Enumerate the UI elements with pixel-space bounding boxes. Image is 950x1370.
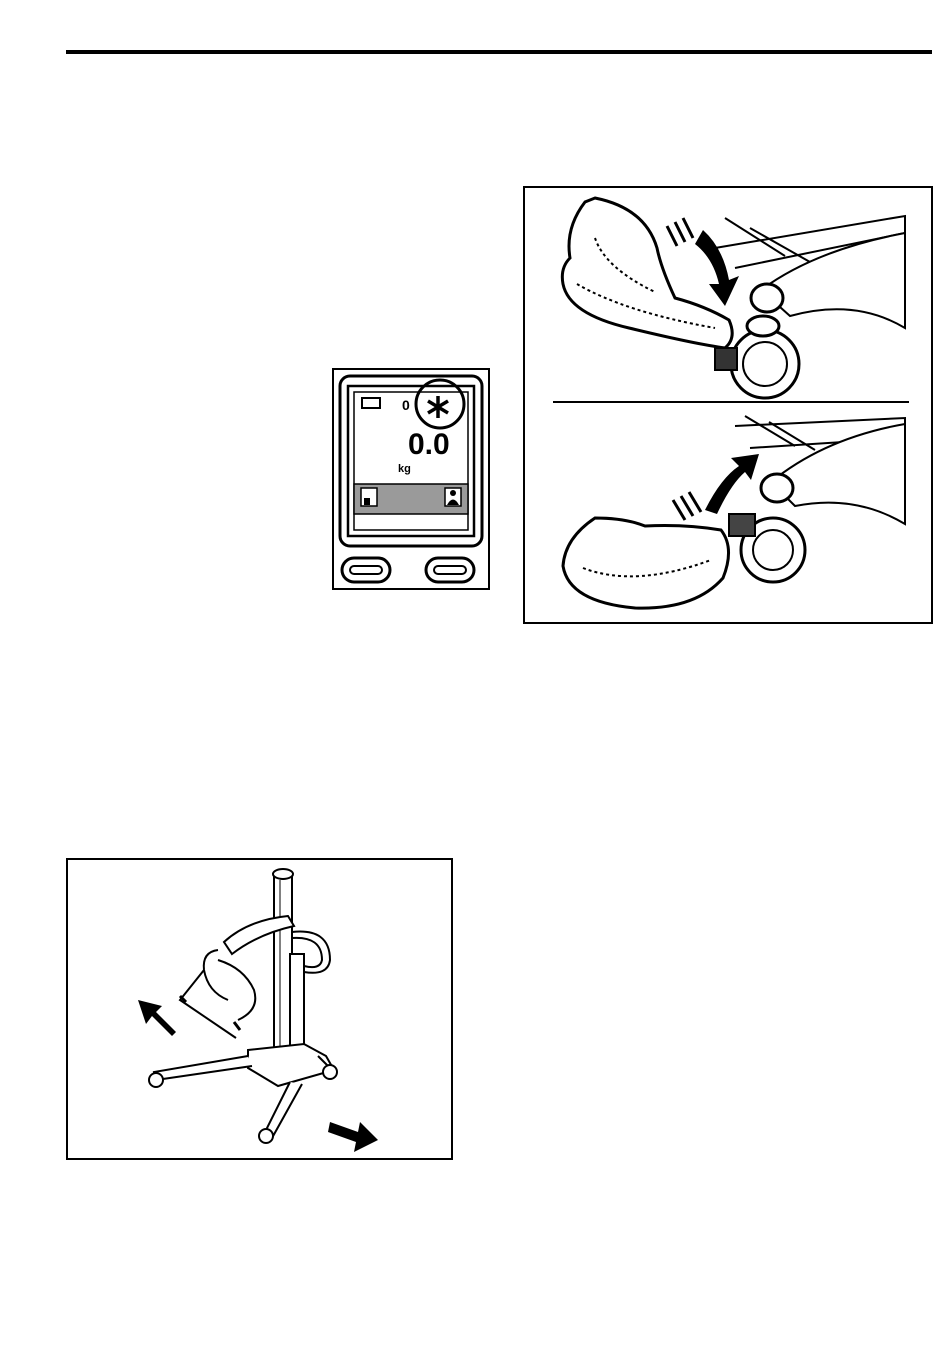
patient-lift-drawing [68,860,451,1158]
battery-icon [362,398,380,408]
brake-pedal-release [673,454,759,520]
foot-lift-up [563,416,905,608]
brake-pedal-lock [667,218,739,306]
brake-pedal-figure [523,186,933,624]
weight-value: 0.0 [408,428,450,461]
arrow-down-right [328,1122,378,1152]
unit-label: kg [398,463,411,475]
scale-print-icon [361,488,377,506]
foot-press-down [562,198,905,398]
patient-lift [149,869,337,1143]
scale-display-drawing: 0 0.0 kg [332,368,490,590]
right-button[interactable] [426,558,474,582]
left-button[interactable] [342,558,390,582]
brake-pedal-drawing [525,188,931,622]
patient-lift-figure [66,858,453,1160]
scale-display-figure: 0 0.0 kg [332,368,490,590]
arrow-up-left [138,1000,176,1036]
header-rule [66,50,932,54]
person-weigh-icon [445,488,461,506]
counter-value: 0 [402,397,410,413]
